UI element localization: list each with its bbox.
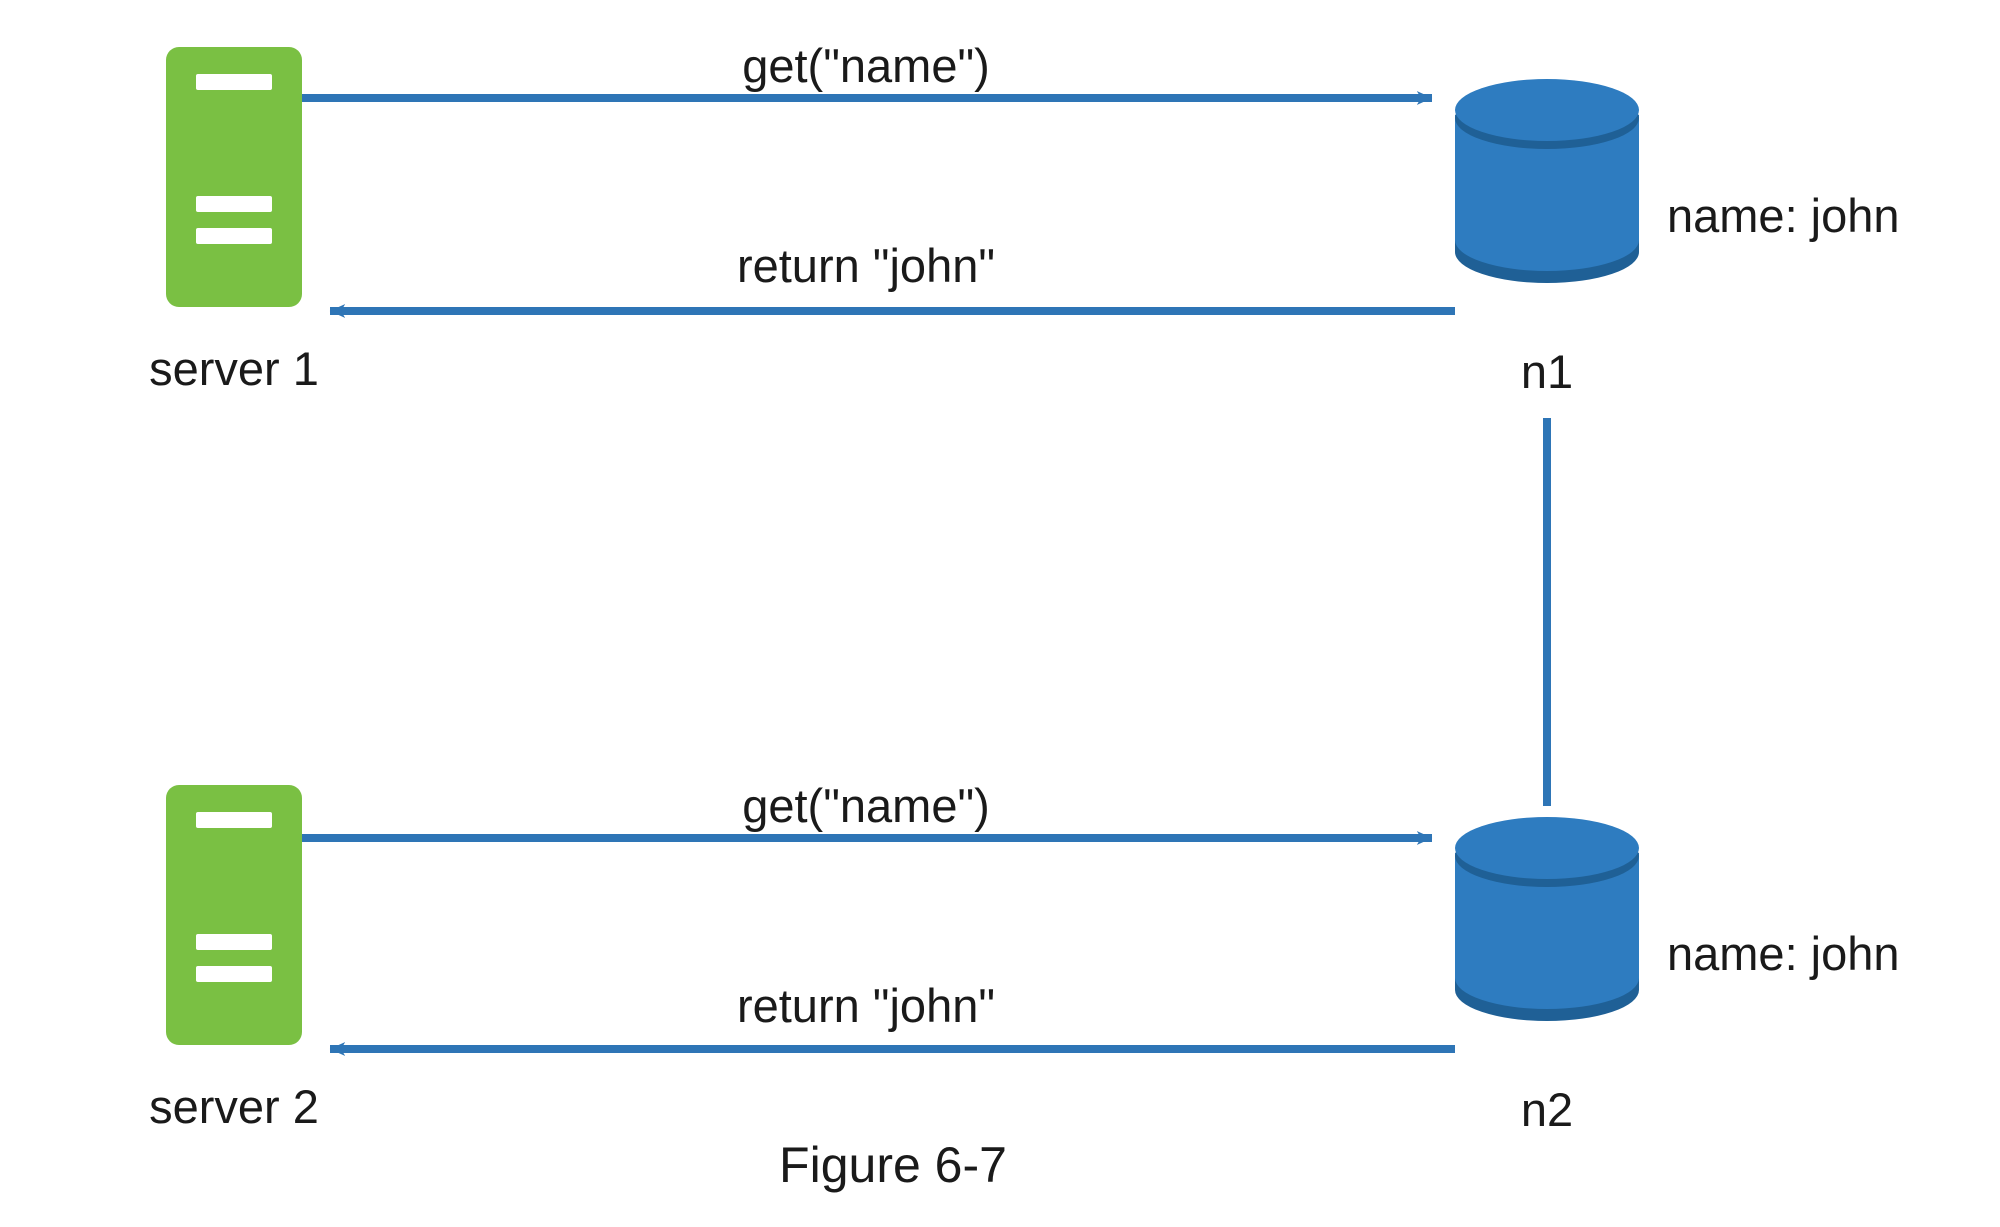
database-cylinder-icon-1 xyxy=(1455,79,1639,283)
database-cylinder-icon-2 xyxy=(1455,817,1639,1021)
figure-caption: Figure 6-7 xyxy=(779,1137,1007,1193)
server-icon-2 xyxy=(166,785,302,1045)
edge-label-response-bottom: return "john" xyxy=(736,979,996,1032)
edge-label-request-top: get("name") xyxy=(742,39,990,92)
edge-label-request-bottom: get("name") xyxy=(742,779,990,832)
database-value-n2: name: john xyxy=(1667,927,1900,980)
database-label-n1: n1 xyxy=(1520,345,1574,398)
server-label-1: server 1 xyxy=(149,342,319,395)
database-value-n1: name: john xyxy=(1667,189,1900,242)
server-label-2: server 2 xyxy=(149,1080,319,1133)
server-icon-1 xyxy=(166,47,302,307)
edge-label-response-top: return "john" xyxy=(736,239,996,292)
database-label-n2: n2 xyxy=(1520,1083,1574,1136)
